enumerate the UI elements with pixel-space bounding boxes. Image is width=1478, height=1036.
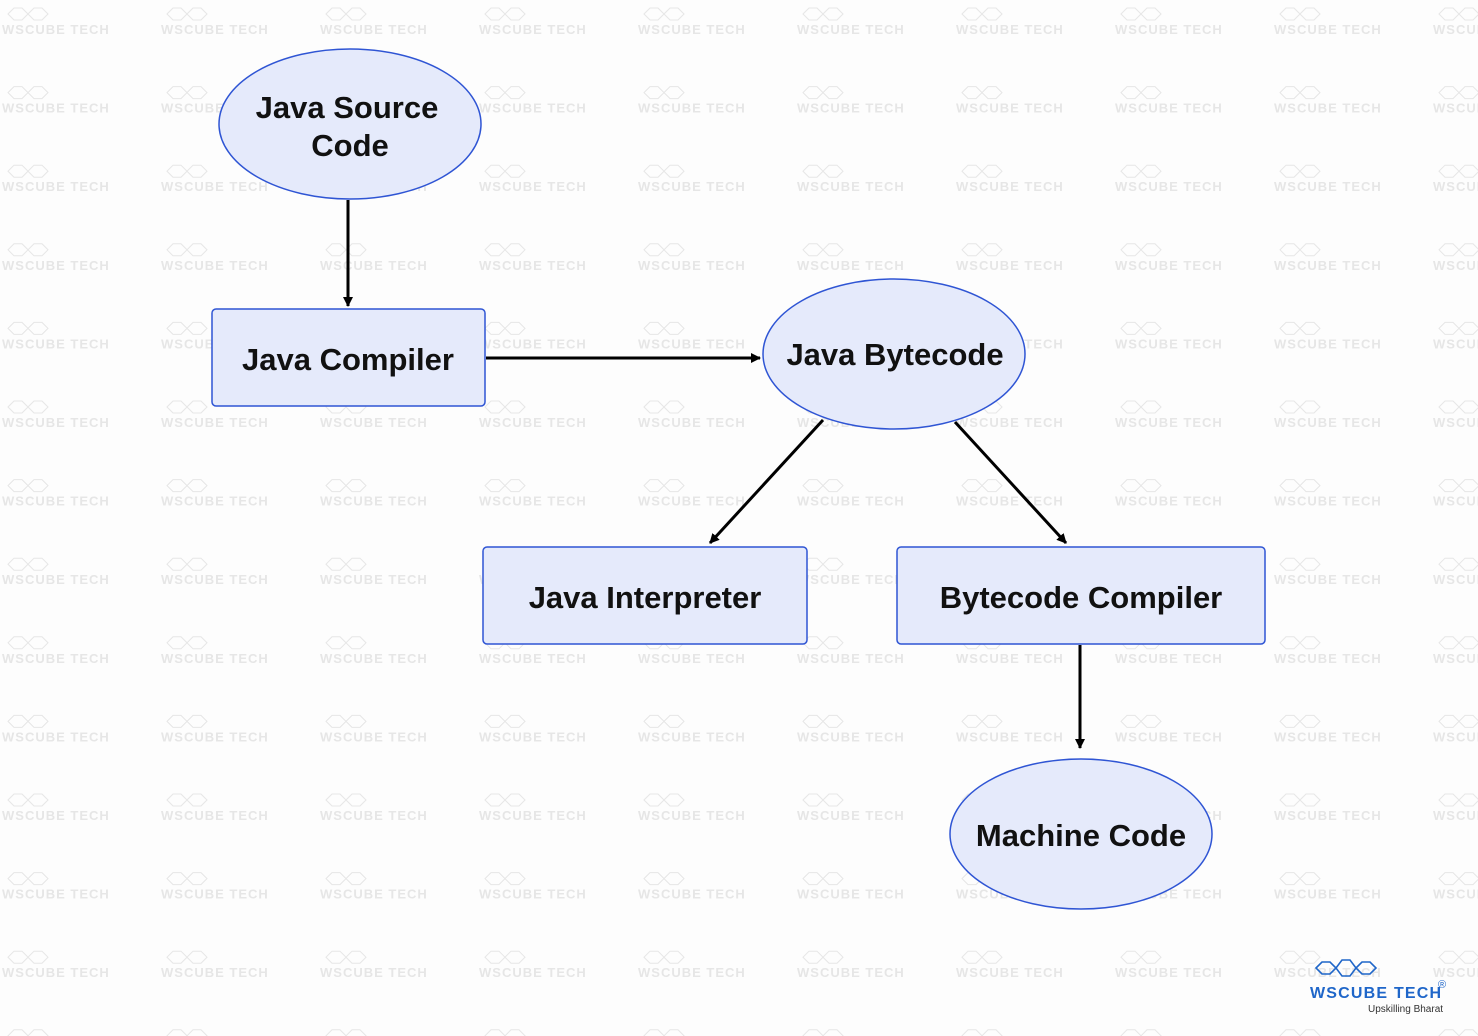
logo-registered-mark: ® [1438,979,1446,991]
node-java-compiler: Java Compiler [211,308,486,407]
node-java-compiler-label: Java Compiler [242,342,454,377]
logo-name: WsCube Tech [1310,985,1442,1002]
node-machine-code: Machine Code [949,758,1213,910]
node-machine-code-label: Machine Code [976,818,1186,853]
node-java-source-code-line2: Code [311,128,389,163]
node-bytecode-compiler-label: Bytecode Compiler [940,580,1223,615]
arrow-bytecode-to-interpreter [708,418,825,545]
node-java-interpreter-label: Java Interpreter [529,580,762,615]
node-java-source-code-line1: Java Source [256,90,439,125]
arrow-bytecode-to-bytecode-compiler [953,420,1068,545]
node-java-bytecode-label: Java Bytecode [786,337,1003,372]
logo-tagline: Upskilling Bharat [1368,1004,1443,1015]
wscube-tech-logo: WsCube Tech ® Upskilling Bharat [1310,959,1446,1015]
node-bytecode-compiler: Bytecode Compiler [896,546,1266,645]
node-java-source-code: Java Source Code [218,48,482,200]
node-java-interpreter: Java Interpreter [482,546,808,645]
hexagon-logo-icon [1314,959,1378,977]
node-java-bytecode: Java Bytecode [762,278,1026,430]
